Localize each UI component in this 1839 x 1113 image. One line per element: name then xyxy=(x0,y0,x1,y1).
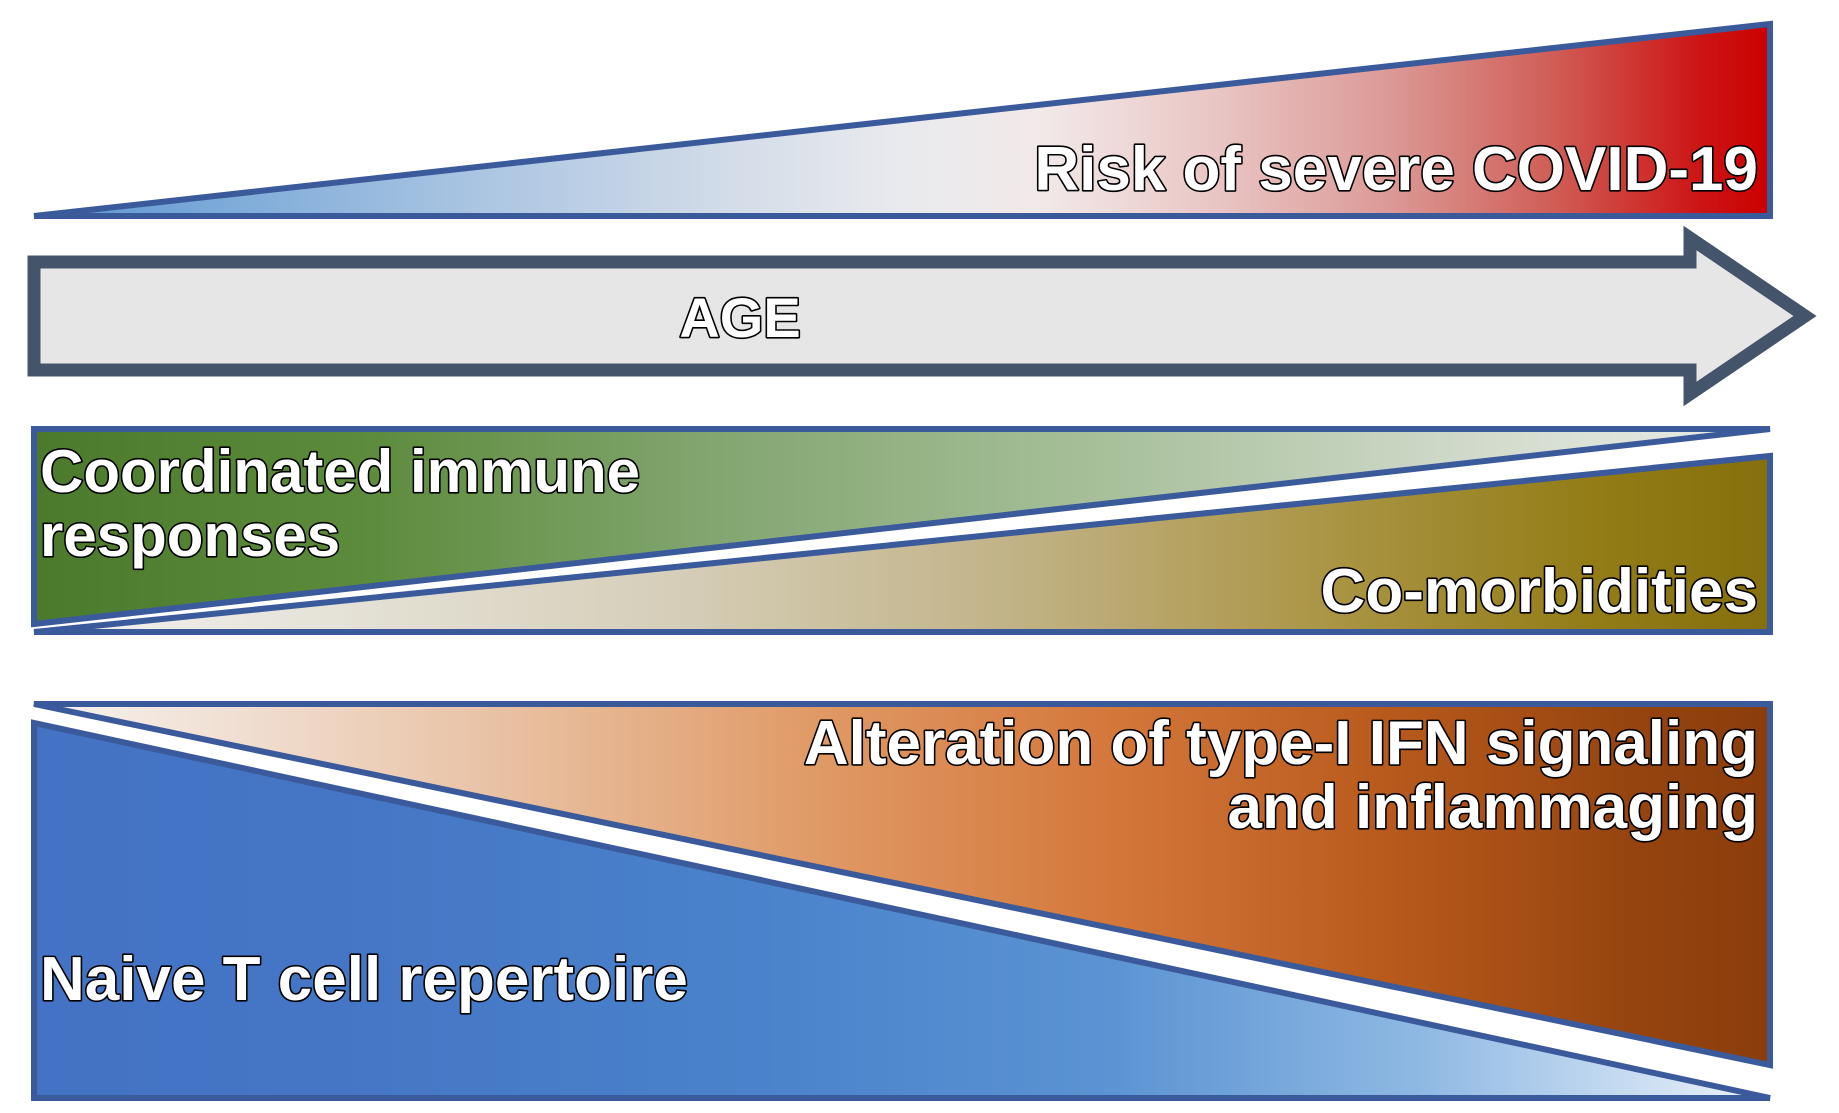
band-co-morbidities: Co-morbidities xyxy=(33,452,1773,635)
naive-t-cell-repertoire-wedge-shape xyxy=(31,719,1771,1101)
ifn-inflammaging-wedge-shape xyxy=(33,701,1773,1069)
coordinated-immune-responses-label-line-1: Coordinated immune xyxy=(40,438,640,505)
co-morbidities-wedge-shape xyxy=(33,452,1773,635)
band-naive-t-cell-repertoire: Naive T cell repertoire xyxy=(31,719,1771,1101)
risk-label: Risk of severe COVID-19 xyxy=(1034,135,1758,204)
band-coordinated-immune-responses: Coordinated immune responses xyxy=(31,426,1771,628)
coordinated-immune-responses-wedge-shape xyxy=(31,426,1771,628)
band-risk-of-severe-covid: Risk of severe COVID-19 xyxy=(33,20,1773,219)
ifn-inflammaging-label-line-1: Alteration of type-I IFN signaling xyxy=(804,709,1758,778)
age-arrow-shape xyxy=(27,225,1817,407)
ifn-inflammaging-label-line-2: and inflammaging xyxy=(1228,773,1758,842)
band-ifn-inflammaging: Alteration of type-I IFN signaling and i… xyxy=(33,701,1773,1069)
age-label: AGE xyxy=(679,286,800,349)
risk-wedge-shape xyxy=(33,20,1773,219)
naive-t-cell-repertoire-label: Naive T cell repertoire xyxy=(40,945,688,1014)
band-age-arrow: AGE xyxy=(27,225,1817,407)
coordinated-immune-responses-label-line-2: responses xyxy=(40,502,340,569)
co-morbidities-label: Co-morbidities xyxy=(1321,557,1758,626)
